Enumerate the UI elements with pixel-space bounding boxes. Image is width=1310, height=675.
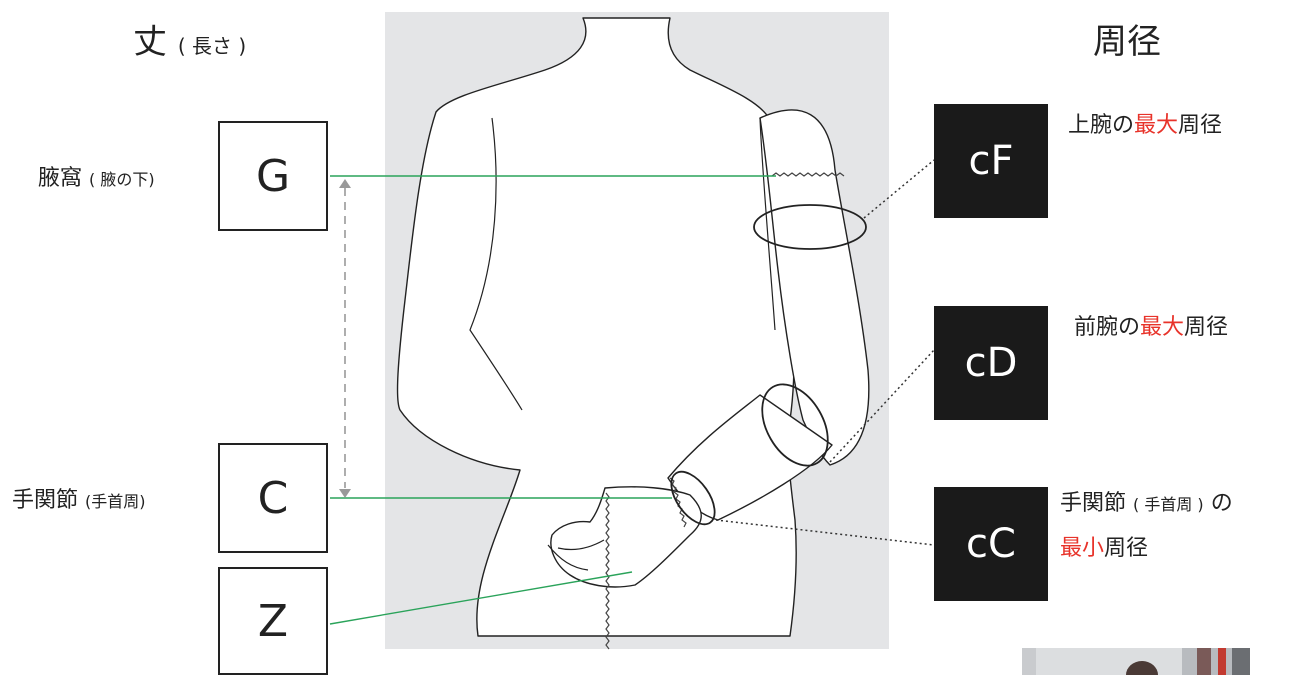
- label-cd-red: 最大: [1140, 315, 1185, 340]
- seam-wrist: [669, 477, 687, 528]
- label-wrist: 手関節 (手首周): [12, 482, 146, 514]
- label-axilla: 腋窩 ( 腋の下): [38, 160, 155, 192]
- code-box-cc: cC: [934, 487, 1048, 601]
- hand: [550, 486, 702, 588]
- circumference-heading: 周径: [1093, 22, 1161, 62]
- label-cc-line2: 最小周径: [1060, 527, 1233, 571]
- ellipse-wrist: [670, 470, 716, 526]
- label-cf-pre: 上腕の: [1068, 113, 1135, 138]
- label-cc-line1: 手関節 ( 手首周 ) の: [1060, 482, 1233, 527]
- code-box-g: G: [218, 121, 328, 231]
- label-cc-line2-post: 周径: [1104, 536, 1149, 561]
- label-cd-pre: 前腕の: [1074, 315, 1141, 340]
- code-z: Z: [257, 595, 289, 647]
- label-cf-red: 最大: [1134, 113, 1179, 138]
- label-cc-pre: 手関節: [1060, 491, 1127, 516]
- leader-cd: [829, 349, 935, 463]
- label-axilla-sub: ( 腋の下): [89, 170, 155, 189]
- code-box-cd: cD: [934, 306, 1048, 420]
- code-cd: cD: [964, 340, 1018, 386]
- code-c: C: [257, 472, 289, 524]
- code-g: G: [255, 150, 291, 202]
- ellipse-upper-arm: [753, 204, 867, 250]
- arrowhead-bottom: [339, 489, 351, 498]
- label-cc-red: 最小: [1060, 536, 1105, 561]
- thumbnail-image[interactable]: [1022, 648, 1250, 675]
- arrowhead-top: [339, 179, 351, 188]
- length-heading-sub: ( 長さ ): [177, 34, 247, 58]
- label-cd-post: 周径: [1184, 315, 1229, 340]
- code-box-z: Z: [218, 567, 328, 675]
- ellipse-forearm: [761, 383, 829, 467]
- code-cc: cC: [966, 521, 1016, 567]
- upper-arm: [759, 109, 870, 466]
- label-upper-arm-max: 上腕の最大周径: [1068, 104, 1222, 148]
- label-wrist-main: 手関節: [12, 488, 79, 513]
- label-axilla-main: 腋窩: [38, 166, 83, 191]
- code-box-c: C: [218, 443, 328, 553]
- label-forearm-max: 前腕の最大周径: [1074, 306, 1228, 350]
- code-box-cf: cF: [934, 104, 1048, 218]
- seam-hand: [605, 492, 610, 650]
- label-cc-sub: ( 手首周 ): [1133, 495, 1204, 514]
- label-wrist-sub: (手首周): [85, 492, 146, 511]
- length-heading-main: 丈: [133, 22, 167, 62]
- label-wrist-min: 手関節 ( 手首周 ) の 最小周径: [1060, 482, 1233, 571]
- leader-cc: [715, 519, 935, 546]
- length-heading: 丈 ( 長さ ): [133, 14, 246, 63]
- seam-upper-arm: [771, 172, 845, 177]
- guide-line-z: [329, 571, 633, 625]
- label-cc-post: の: [1210, 491, 1233, 516]
- leader-cf: [863, 159, 935, 219]
- code-cf: cF: [968, 138, 1014, 184]
- label-cf-post: 周径: [1178, 113, 1223, 138]
- thumbnail-graphic: [1022, 648, 1250, 675]
